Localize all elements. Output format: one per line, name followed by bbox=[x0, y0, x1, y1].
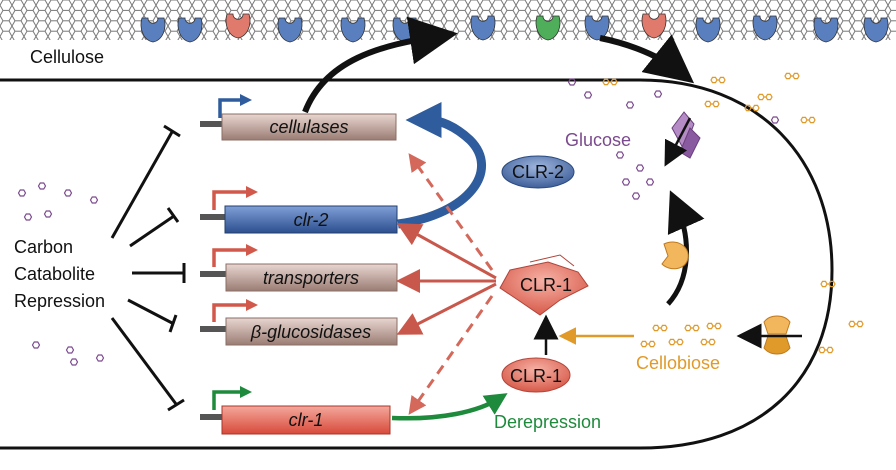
clr1-active-protein: CLR-1 bbox=[499, 254, 589, 316]
cellobiose-molecules-inside bbox=[640, 322, 722, 348]
clr1-dashed-arrows bbox=[408, 153, 494, 415]
gene-clr1-label: clr-1 bbox=[289, 410, 324, 430]
clr2-activation-arrow bbox=[397, 102, 486, 229]
clr2-protein-label: CLR-2 bbox=[512, 162, 564, 182]
glucose-label: Glucose bbox=[565, 130, 631, 150]
clr1-activation-arrows bbox=[396, 223, 497, 335]
glucose-transporter-icon bbox=[664, 111, 701, 167]
cellobiose-label: Cellobiose bbox=[636, 353, 720, 373]
gene-transporters: transporters bbox=[200, 244, 398, 292]
gene-bglucosidases: β-glucosidases bbox=[200, 299, 398, 346]
cellulose-label: Cellulose bbox=[30, 47, 104, 67]
clr1-inactive-protein: CLR-1 bbox=[501, 357, 571, 393]
ccr-label-line3: Repression bbox=[14, 291, 105, 311]
gene-cellulases: cellulases bbox=[200, 94, 397, 141]
secretion-arrow bbox=[302, 16, 458, 114]
derepression-label: Derepression bbox=[494, 412, 601, 432]
clr1-active-label: CLR-1 bbox=[520, 275, 572, 295]
ccr-label: Carbon Catabolite Repression bbox=[14, 237, 105, 311]
cell-membrane bbox=[0, 78, 834, 450]
ccr-label-line2: Catabolite bbox=[14, 264, 95, 284]
gene-clr2: clr-2 bbox=[200, 186, 398, 234]
hydrolysis-arrow bbox=[599, 34, 695, 84]
ccr-inhibition-lines bbox=[110, 124, 186, 412]
ccr-label-line1: Carbon bbox=[14, 237, 73, 257]
cellobiose-transporter-icon bbox=[736, 315, 802, 355]
gene-bglucosidases-label: β-glucosidases bbox=[250, 322, 371, 342]
gene-clr1: clr-1 bbox=[200, 386, 391, 435]
gene-transporters-label: transporters bbox=[263, 268, 359, 288]
cellobiose-molecules-extracellular bbox=[818, 280, 864, 354]
gene-cellulases-label: cellulases bbox=[269, 117, 348, 137]
beta-glucosidase-enzyme-icon bbox=[661, 241, 689, 270]
clr1-inactive-label: CLR-1 bbox=[510, 366, 562, 386]
gene-clr2-label: clr-2 bbox=[294, 210, 329, 230]
clr1-translation-arrow bbox=[391, 393, 508, 421]
clr2-protein: CLR-2 bbox=[501, 155, 575, 189]
